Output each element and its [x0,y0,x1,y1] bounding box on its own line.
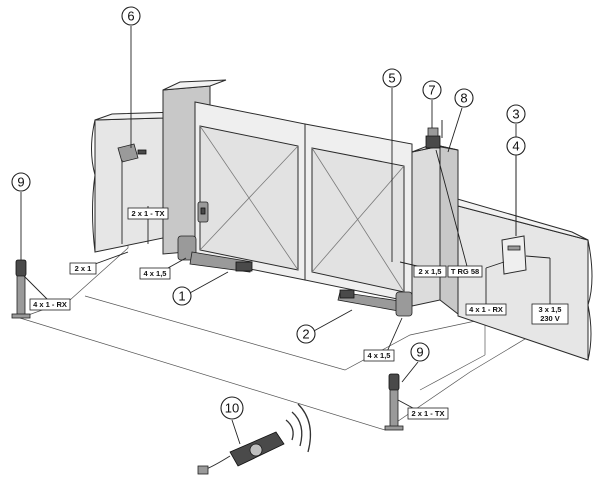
cable-label-2x1: 2 x 1 [69,262,97,275]
gate-leaf-left [194,101,306,281]
svg-text:2 x 1,5: 2 x 1,5 [419,267,442,276]
svg-text:4 x 1 - RX: 4 x 1 - RX [469,305,503,314]
svg-text:2: 2 [302,327,309,342]
motor-left [177,235,253,273]
svg-text:5: 5 [388,71,395,86]
gate-leaf-right [304,123,413,303]
cable-label-tx-top: 2 x 1 - TX [127,207,169,220]
svg-text:3: 3 [512,107,519,122]
callout-7: 7 [422,80,442,100]
svg-text:10: 10 [225,401,239,416]
svg-text:2 x 1: 2 x 1 [75,264,92,273]
photocell-post-right [384,373,404,431]
key-selector [117,143,147,163]
svg-text:230 V: 230 V [540,314,560,323]
callout-9-left: 9 [11,172,31,192]
cable-label-4x15-left: 4 x 1,5 [139,267,171,280]
svg-text:4 x 1,5: 4 x 1,5 [144,269,167,278]
svg-text:3 x 1,5: 3 x 1,5 [539,305,562,314]
cable-label-power: 3 x 1,5 230 V [531,303,569,325]
cable-label-2x15: 2 x 1,5 [413,265,447,278]
svg-text:9: 9 [17,175,24,190]
photocell-pillar [197,201,209,223]
svg-text:9: 9 [416,345,423,360]
signal-wave-icon [285,419,294,441]
svg-text:4: 4 [512,139,519,154]
svg-text:2 x 1 - TX: 2 x 1 - TX [132,209,165,218]
svg-text:4 x 1 - RX: 4 x 1 - RX [33,300,67,309]
svg-text:1: 1 [178,289,185,304]
control-box [501,235,527,275]
cable-label-tx-bottom: 2 x 1 - TX [407,407,449,420]
callout-10: 10 [220,396,244,420]
svg-text:7: 7 [428,83,435,98]
callout-3: 3 [506,104,526,124]
photocell-post-left [11,259,31,319]
cable-label-trg58: T RG 58 [447,265,483,278]
callout-6: 6 [121,6,141,26]
flashing-light [425,120,443,149]
cable-label-4x15-right: 4 x 1,5 [363,349,395,362]
callout-9-right: 9 [410,342,430,362]
remote-control [197,403,312,475]
callout-8: 8 [454,88,474,108]
cable-label-rx-right: 4 x 1 - RX [465,303,507,316]
right-pillar [411,144,459,316]
cable-label-rx-left: 4 x 1 - RX [29,298,71,311]
callout-4: 4 [506,136,526,156]
leader-lines [20,26,517,445]
motor-right [337,289,413,317]
svg-text:T RG 58: T RG 58 [451,267,479,276]
svg-text:8: 8 [460,91,467,106]
callout-1: 1 [172,286,192,306]
callout-2: 2 [296,324,316,344]
svg-text:6: 6 [127,9,134,24]
callout-5: 5 [382,68,402,88]
svg-text:4 x 1,5: 4 x 1,5 [368,351,391,360]
svg-text:2 x 1 - TX: 2 x 1 - TX [412,409,445,418]
